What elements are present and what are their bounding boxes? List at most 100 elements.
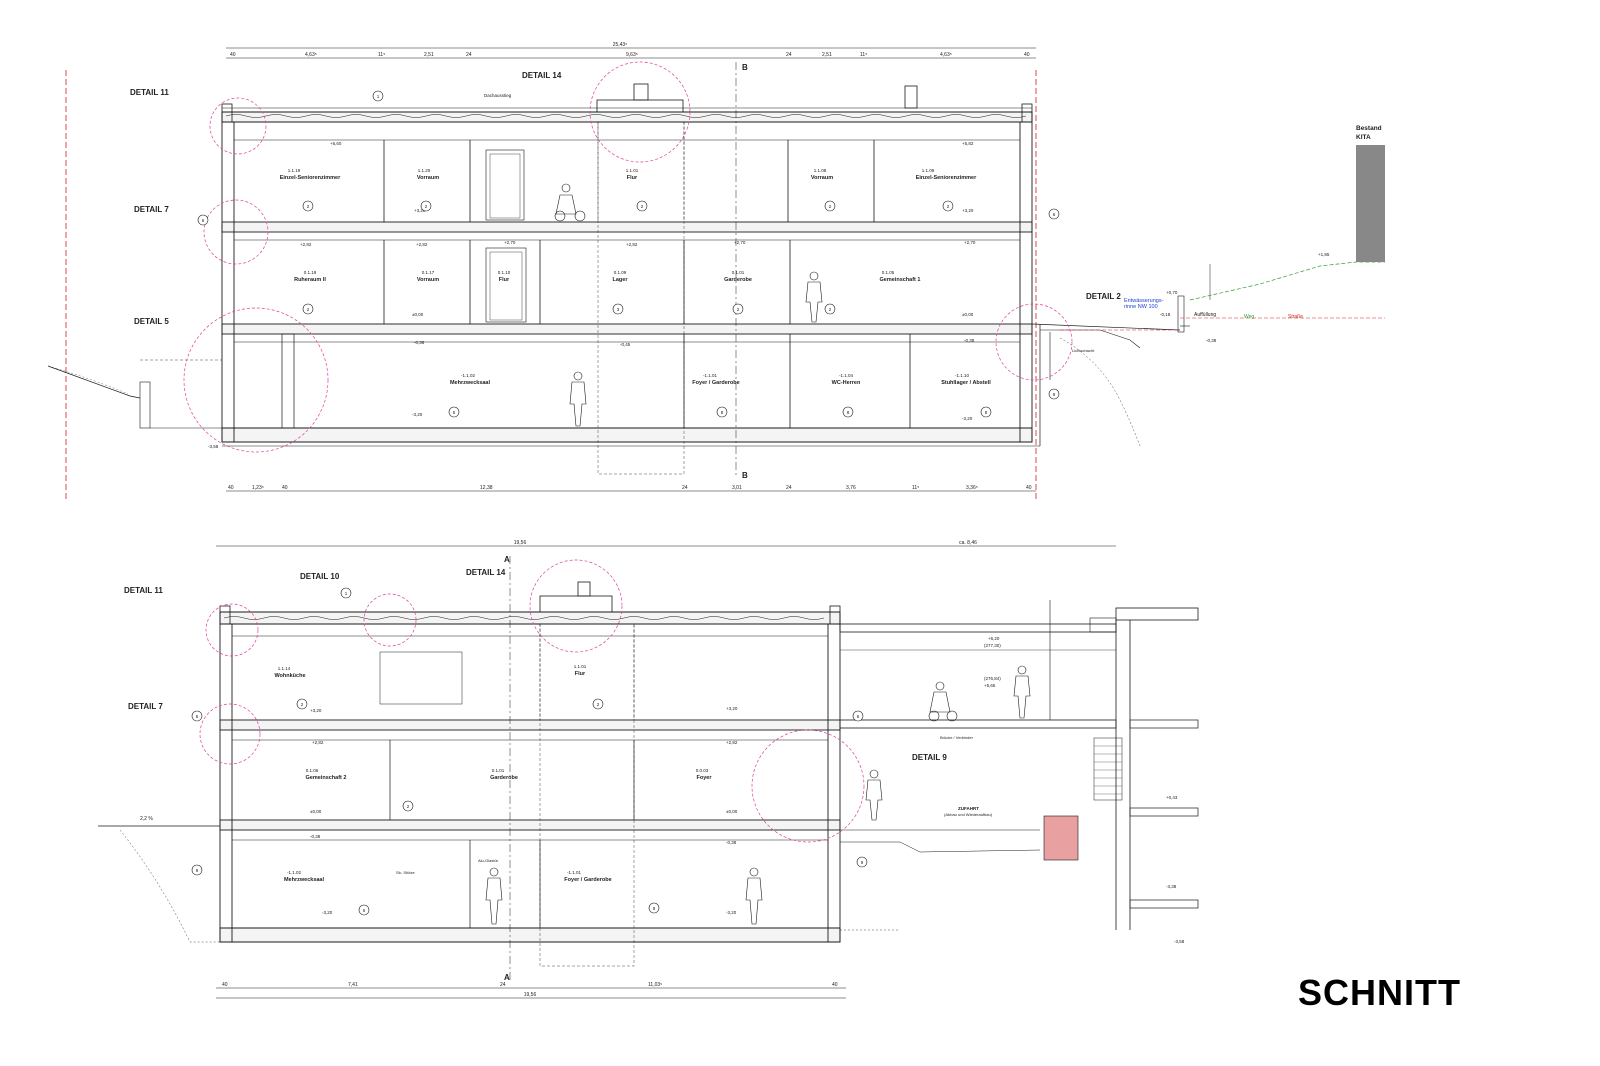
detail-label: DETAIL 14 — [466, 568, 506, 577]
marker-text: 2 — [829, 307, 832, 312]
room-name: Vorraum — [417, 277, 439, 283]
section-markers: B B A A — [504, 63, 748, 982]
room-name: Mehrzwecksaal — [284, 877, 325, 883]
dim: 24 — [466, 52, 472, 58]
dim: 40 — [1024, 52, 1030, 58]
dim: 3,01 — [732, 485, 742, 491]
marker-text: 1 — [345, 591, 348, 596]
section-marker-b: B — [742, 471, 748, 480]
kita-label: KITA — [1356, 134, 1371, 141]
room-name: Foyer / Garderobe — [692, 380, 739, 386]
detail-label: DETAIL 7 — [134, 205, 169, 214]
elevation: +3,20 — [962, 208, 974, 213]
dim: 40 — [832, 982, 838, 988]
detail-labels-top: DETAIL 11 DETAIL 14 DETAIL 7 DETAIL 5 DE… — [130, 71, 1164, 326]
section-marker-a: A — [504, 555, 510, 564]
elevation: ±0,00 — [726, 809, 738, 814]
drain-note: rinne NW 100 — [1124, 304, 1158, 310]
room-number: 0.0.03 — [696, 768, 709, 773]
stuetze-label: Sb- Stütze — [396, 870, 415, 875]
gefaelle-label: 2,2 % — [140, 816, 153, 822]
rooms-top: 1.1.19 Einzel-Seniorenzimmer 1.1.20 Vorr… — [280, 168, 992, 386]
elevation: -0,38 — [414, 340, 425, 345]
dim: 40 — [230, 52, 236, 58]
marker-text: 2 — [301, 702, 304, 707]
elevation: +6,20 — [988, 636, 1000, 641]
elevation: +5,65 — [984, 683, 996, 688]
room-number: 1.1.01 — [574, 664, 587, 669]
room-number: 0.1.19 — [304, 270, 317, 275]
dim: 1,23⁵ — [252, 485, 264, 491]
room-number: 0.1.05 — [882, 270, 895, 275]
room-name: Lager — [613, 277, 629, 283]
marker-text: 2 — [829, 204, 832, 209]
elevation: -3,58 — [208, 444, 219, 449]
detail-label: DETAIL 14 — [522, 71, 562, 80]
marker-text: 2 — [425, 204, 428, 209]
detail-label: DETAIL 10 — [300, 572, 340, 581]
zufahrt-label: ZUFAHRT — [958, 806, 979, 811]
labels-bottom: ZUFAHRT (Abbau und Wiederaufbau) Brücke … — [140, 735, 993, 875]
dim: 2,51 — [424, 52, 434, 58]
marker-text: 8 — [653, 906, 656, 911]
elevation: -0,38 — [964, 338, 975, 343]
dim: 3,36⁵ — [966, 485, 978, 491]
dim: 40 — [228, 485, 234, 491]
room-number: -1.1.04 — [839, 373, 854, 378]
marker-text: 2 — [407, 804, 410, 809]
bottom-total: 19,56 — [524, 992, 537, 998]
room-name: Gemeinschaft 2 — [306, 775, 347, 781]
room-name: Flur — [575, 671, 586, 677]
room-number: -1.1.02 — [287, 870, 302, 875]
elevation: -3,20 — [412, 412, 423, 417]
detail-label: DETAIL 5 — [134, 317, 169, 326]
elevation: +2,82 — [626, 242, 638, 247]
marker-text: 2 — [737, 307, 740, 312]
marker-text: 9 — [1053, 392, 1056, 397]
dim: 11⁵ — [860, 52, 867, 58]
elevation: (276,84) — [984, 676, 1001, 681]
room-number: 0.1.06 — [306, 768, 319, 773]
elevation: ±0,00 — [412, 312, 424, 317]
room-number: 1.1.14 — [278, 666, 291, 671]
dim: 2,51 — [822, 52, 832, 58]
marker-text: 8 — [985, 410, 988, 415]
room-name: Foyer / Garderobe — [564, 877, 611, 883]
rooms-bottom: 1.1.14 Wohnküche 1.1.01 Flur 0.1.06 Geme… — [274, 664, 712, 883]
marker-text: 5 — [363, 908, 366, 913]
bottom-dimensions-top: 40 1,23⁵ 40 12,38 24 3,01 24 3,76 11⁵ 3,… — [228, 485, 1032, 491]
elevation: +6,60 — [330, 141, 342, 146]
marker-text: 2 — [597, 702, 600, 707]
weg-label: Weg — [1244, 314, 1254, 320]
glastuer-label: Alu-Glastür — [478, 858, 499, 863]
elevation: +0,70 — [1166, 290, 1178, 295]
top-dimensions: 25,43⁵ 40 4,63⁵ 11⁵ 2,51 24 9,63⁵ 24 2,5… — [230, 42, 1030, 58]
room-number: 1.1.19 — [288, 168, 301, 173]
bruecke-label: Brücke / Verbinder — [940, 735, 974, 740]
room-name: Mehrzwecksaal — [450, 380, 491, 386]
dim: 11⁵ — [378, 52, 385, 58]
room-name: Garderobe — [724, 277, 752, 283]
room-number: 0.1.17 — [422, 270, 435, 275]
elevation: +3,20 — [726, 706, 738, 711]
section-bottom — [98, 545, 1199, 999]
room-number: 1.1.08 — [814, 168, 827, 173]
room-name: Vorraum — [417, 175, 439, 181]
drawing-title: SCHNITT — [1298, 972, 1461, 1013]
elevation: ±0,00 — [310, 809, 322, 814]
room-name: Stuhllager / Abstell — [941, 380, 991, 386]
dim: 24 — [500, 982, 506, 988]
section-marker-b: B — [742, 63, 748, 72]
strasse-label: Straße — [1288, 314, 1303, 320]
bestand-label: Bestand — [1356, 125, 1382, 132]
dim: 11⁵ — [912, 485, 919, 491]
dim: 24 — [786, 485, 792, 491]
elevation: +2,82 — [726, 740, 738, 745]
room-number: 0.1.01 — [732, 270, 745, 275]
overall-dimension: 25,43⁵ — [613, 42, 628, 48]
elevation: -3,20 — [962, 416, 973, 421]
elevation: (277,30) — [984, 643, 1001, 648]
room-name: Ruheraum II — [294, 277, 326, 283]
dachausstieg-label: Dachausstieg — [484, 93, 512, 98]
